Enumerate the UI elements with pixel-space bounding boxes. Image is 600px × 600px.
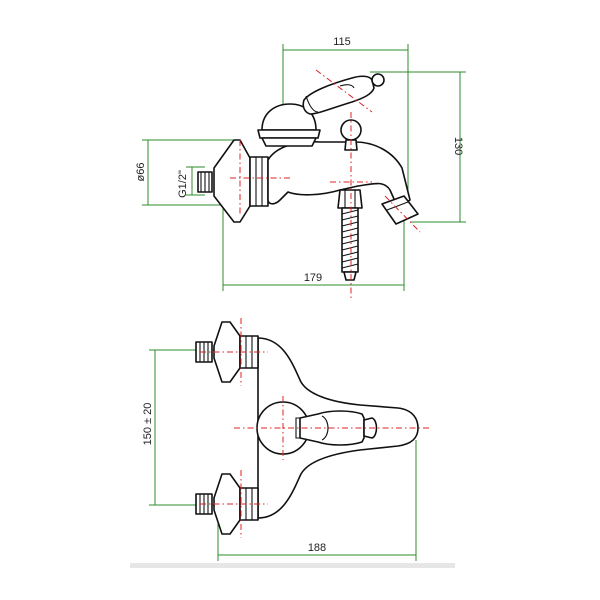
side-shower-hose <box>341 207 359 281</box>
top-view: 150 ± 20 188 <box>142 318 430 561</box>
dim-top-width: 115 <box>333 36 351 48</box>
side-wall-flange <box>213 139 251 223</box>
side-center-lines <box>230 69 421 300</box>
side-view: 115 130 ø66 G1/2" 179 <box>135 36 466 300</box>
top-center-lines <box>200 318 430 538</box>
side-coupling-nut <box>249 156 269 207</box>
dim-overall-width: 188 <box>308 542 326 554</box>
side-valve-body <box>267 140 411 209</box>
side-hose-connector <box>337 189 363 209</box>
dim-flange-diameter: ø66 <box>135 163 147 182</box>
side-spout-outlet <box>381 195 419 225</box>
side-lever-handle <box>302 75 375 115</box>
dim-height: 130 <box>452 137 464 155</box>
dim-inlet-centers: 150 ± 20 <box>142 403 154 446</box>
dim-thread: G1/2" <box>177 170 189 198</box>
side-cartridge-cap <box>261 103 317 131</box>
bottom-bar <box>130 563 455 568</box>
side-dimension-lines <box>142 44 466 291</box>
dim-overall-length: 179 <box>304 272 322 284</box>
